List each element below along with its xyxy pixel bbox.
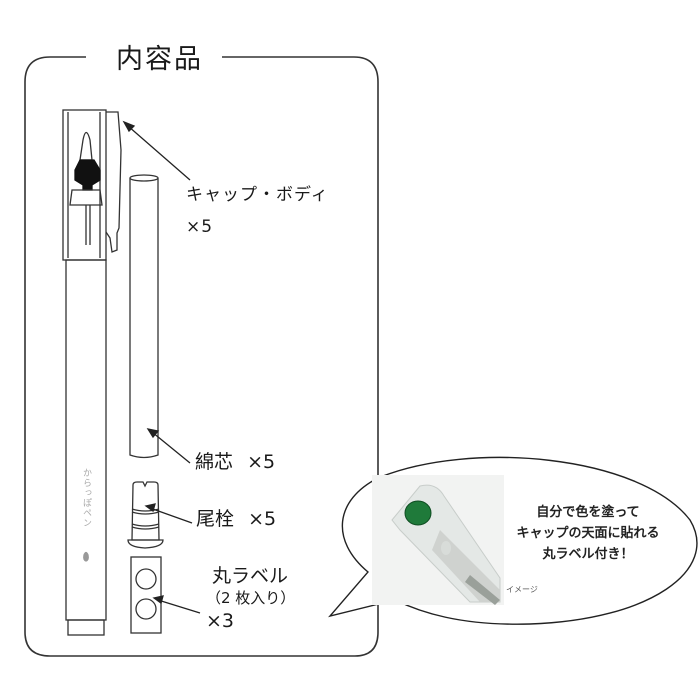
wick-illustration [129, 174, 159, 459]
cap-photo [372, 475, 504, 605]
item-name: 綿芯 [195, 451, 234, 473]
frame-border [24, 56, 379, 657]
callout-text: 自分で色を塗って キャップの天面に貼れる 丸ラベル付き！ [498, 502, 678, 565]
callout-line: 丸ラベル付き！ [542, 547, 634, 562]
barrel-brand-text: からっぽペン [81, 468, 91, 528]
item-wick: 綿芯 ×5 [195, 451, 276, 474]
page-title: 内容品 [108, 42, 211, 78]
callout-line: キャップの天面に貼れる [516, 526, 660, 541]
item-sub: （2 枚入り） [206, 588, 296, 607]
item-qty: ×3 [206, 610, 235, 633]
item-name: キャップ・ボディ [186, 185, 329, 205]
item-qty: ×5 [186, 216, 214, 237]
end-plug-illustration [127, 481, 164, 549]
item-end-plug: 尾栓 ×5 [196, 508, 277, 531]
callout-line: 自分で色を塗って [536, 505, 640, 520]
item-cap-body: キャップ・ボディ ×5 [186, 185, 329, 237]
item-name: 丸ラベル [212, 565, 289, 587]
photo-note: イメージ [506, 585, 538, 594]
round-label-sheet-illustration [130, 556, 162, 634]
item-qty: ×5 [248, 508, 277, 530]
item-name: 尾栓 [196, 508, 235, 530]
item-round-label: 丸ラベル （2 枚入り） ×3 [206, 565, 295, 633]
item-qty: ×5 [247, 451, 276, 473]
pen-illustration [62, 109, 122, 636]
pointer-arrows [122, 120, 201, 614]
